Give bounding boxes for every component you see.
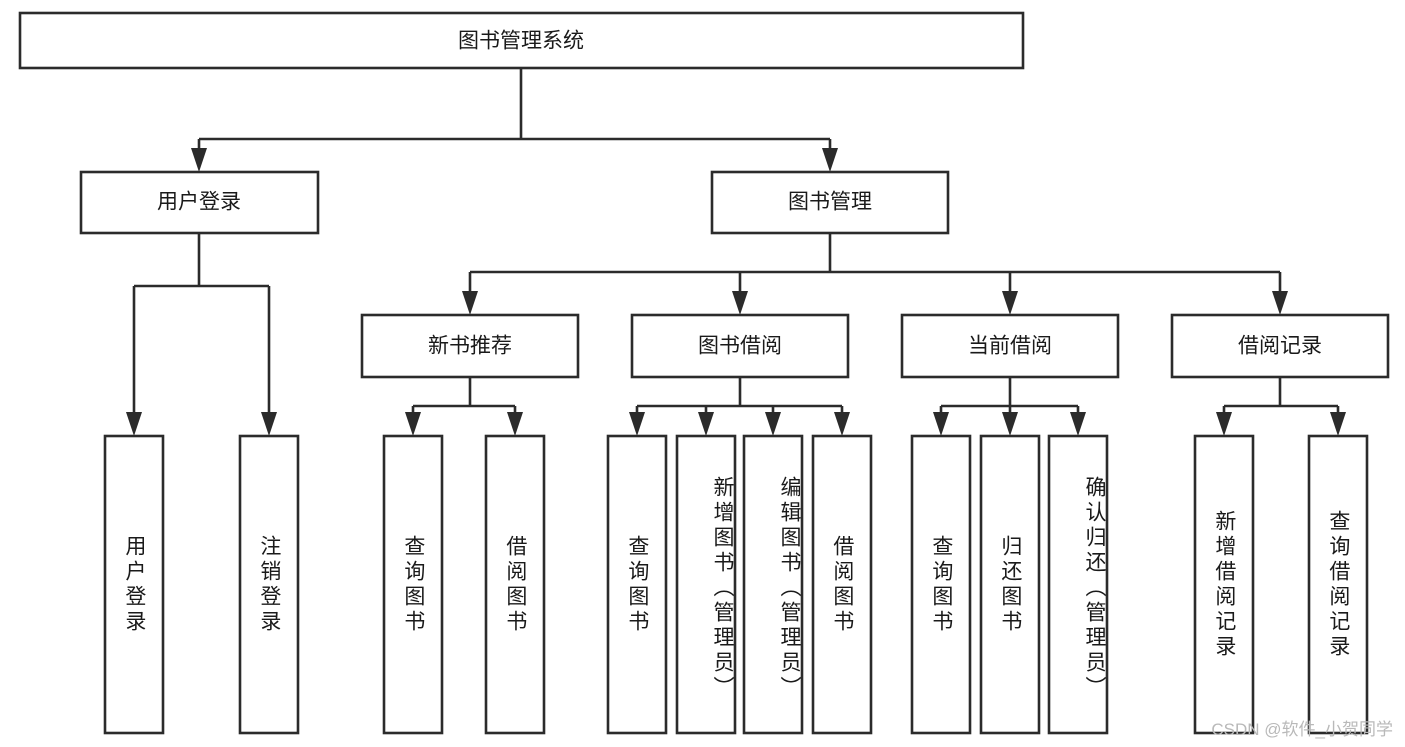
arrowhead-to-new-book-recommend <box>462 291 478 315</box>
node-current-borrow-label: 当前借阅 <box>968 335 1052 358</box>
node-user-login-label: 用户登录 <box>157 191 241 214</box>
arrowhead-to-leaf-borrow-book-2 <box>834 412 850 436</box>
arrowhead-to-book-borrow <box>732 291 748 315</box>
arrowhead-to-leaf-query-book-3 <box>933 412 949 436</box>
node-book-management-label: 图书管理 <box>788 191 872 214</box>
node-leaf-add-book[interactable] <box>675 434 737 735</box>
node-book-management[interactable]: 图书管理 <box>710 170 950 235</box>
connector-book-management-to-level3 <box>468 233 1282 303</box>
node-leaf-return-book[interactable] <box>979 434 1041 735</box>
arrowhead-to-leaf-borrow-book-1 <box>507 412 523 436</box>
node-current-borrow[interactable]: 当前借阅 <box>900 313 1120 379</box>
arrowhead-to-book-management <box>822 148 838 172</box>
connector-new-book-recommend-to-leaves <box>411 378 517 424</box>
node-root[interactable]: 图书管理系统 <box>18 11 1025 70</box>
arrowhead-to-user-login <box>191 148 207 172</box>
node-leaf-edit-book[interactable] <box>742 434 804 735</box>
connector-book-borrow-to-leaves <box>635 378 844 424</box>
csdn-watermark: CSDN @软件_小贺同学 <box>1211 720 1393 739</box>
arrowhead-to-current-borrow <box>1002 291 1018 315</box>
arrowhead-to-leaf-edit-book <box>765 412 781 436</box>
arrowhead-to-leaf-query-record <box>1330 412 1346 436</box>
node-user-login[interactable]: 用户登录 <box>79 170 320 235</box>
arrowhead-to-leaf-query-book-2 <box>629 412 645 436</box>
node-leaf-borrow-book-1[interactable] <box>484 434 546 735</box>
node-new-book-recommend-label: 新书推荐 <box>428 335 512 358</box>
node-root-label: 图书管理系统 <box>458 30 584 53</box>
arrowhead-to-leaf-confirm-return <box>1070 412 1086 436</box>
node-book-borrow[interactable]: 图书借阅 <box>630 313 850 379</box>
arrowhead-to-leaf-query-book-1 <box>405 412 421 436</box>
node-leaf-borrow-book-2[interactable] <box>811 434 873 735</box>
node-book-borrow-label: 图书借阅 <box>698 335 782 358</box>
node-leaf-user-login[interactable] <box>103 434 165 735</box>
node-leaf-add-record[interactable] <box>1193 434 1255 735</box>
connector-root-to-level2 <box>197 68 832 160</box>
leaf-box-layer <box>103 434 1369 735</box>
connector-layer <box>126 68 1346 436</box>
arrowhead-to-leaf-logout-login <box>261 412 277 436</box>
connector-user-login-to-leaves <box>132 233 271 424</box>
arrowhead-to-leaf-user-login <box>126 412 142 436</box>
connector-borrow-record-to-leaves <box>1222 378 1340 424</box>
arrowhead-to-leaf-add-book <box>698 412 714 436</box>
node-leaf-query-book-3[interactable] <box>910 434 972 735</box>
node-borrow-record-label: 借阅记录 <box>1238 335 1322 358</box>
arrowhead-to-leaf-return-book <box>1002 412 1018 436</box>
node-leaf-query-record[interactable] <box>1307 434 1369 735</box>
node-leaf-query-book-1[interactable] <box>382 434 444 735</box>
node-new-book-recommend[interactable]: 新书推荐 <box>360 313 580 379</box>
node-leaf-query-book-2[interactable] <box>606 434 668 735</box>
node-leaf-logout-login[interactable] <box>238 434 300 735</box>
node-borrow-record[interactable]: 借阅记录 <box>1170 313 1390 379</box>
arrowhead-to-borrow-record <box>1272 291 1288 315</box>
node-leaf-confirm-return[interactable] <box>1047 434 1109 735</box>
arrowhead-to-leaf-add-record <box>1216 412 1232 436</box>
